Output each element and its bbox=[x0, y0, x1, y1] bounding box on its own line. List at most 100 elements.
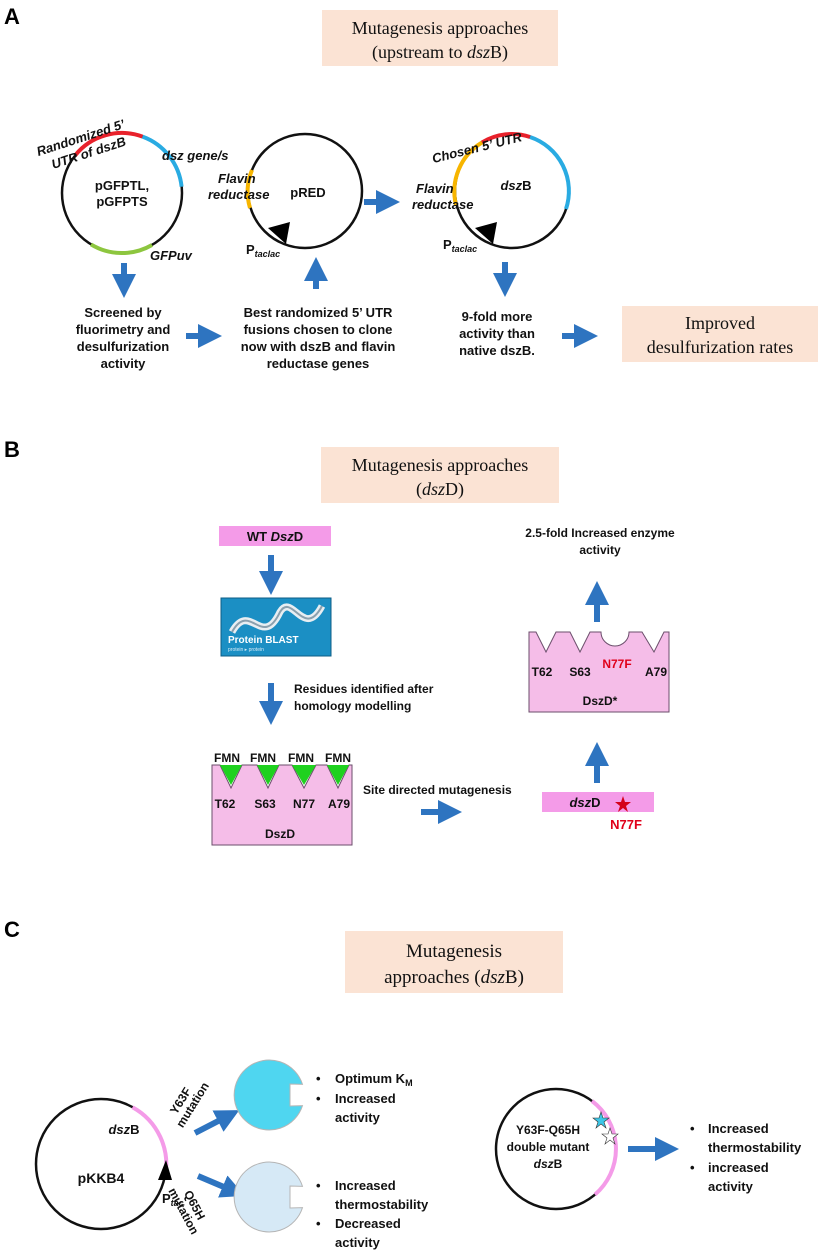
step3-text: 9-fold more activity than native dszB. bbox=[459, 309, 535, 358]
out2-line4: activity bbox=[335, 1235, 381, 1250]
flavin-label-1: Flavin bbox=[218, 171, 256, 186]
out1-line3: activity bbox=[335, 1110, 381, 1125]
flavin-label-4: reductase bbox=[412, 197, 473, 212]
residues-label-1: Residues identified after bbox=[294, 682, 434, 696]
plasmid-pkkb4: dszB pKKB4 Ptac bbox=[34, 1097, 184, 1231]
fmn-label-3: FMN bbox=[288, 751, 314, 765]
helix-outline-icon bbox=[231, 605, 323, 633]
panel-a-title-box bbox=[322, 10, 558, 66]
residue-n77: N77 bbox=[293, 797, 315, 811]
pkkb4-name: pKKB4 bbox=[78, 1170, 125, 1186]
svg-text:•: • bbox=[316, 1071, 321, 1086]
svg-text:fluorimetry and: fluorimetry and bbox=[76, 322, 171, 337]
result-line2: desulfurization rates bbox=[647, 337, 793, 357]
panel-b-title-line1: Mutagenesis approaches bbox=[352, 455, 528, 475]
panel-b-letter: B bbox=[4, 437, 20, 462]
promoter-label-2: Ptaclac bbox=[443, 237, 477, 254]
plasmid-chosen: Chosen 5’ UTR dszB Flavin reductase Ptac… bbox=[412, 129, 571, 254]
svg-text:•: • bbox=[316, 1091, 321, 1106]
out1-line1: Optimum KM bbox=[335, 1071, 413, 1088]
svg-text:Screened by: Screened by bbox=[84, 305, 162, 320]
residue-a79: A79 bbox=[328, 797, 350, 811]
dsz-gene-segment bbox=[141, 134, 184, 187]
fmn-label-4: FMN bbox=[325, 751, 351, 765]
residue-t62: T62 bbox=[215, 797, 236, 811]
blast-sublabel: protein ▸ protein bbox=[228, 647, 264, 653]
mutation-star-cyan-icon bbox=[592, 1111, 610, 1129]
mutant-n77f-label: N77F bbox=[610, 817, 642, 832]
promoter-arrow-icon-2 bbox=[475, 222, 497, 244]
fmn-triangle-2-icon bbox=[257, 765, 279, 785]
chosen-utr-label: Chosen 5’ UTR bbox=[430, 129, 523, 166]
fmn-triangle-3-icon bbox=[292, 765, 316, 785]
double-label-1: Y63F-Q65H bbox=[516, 1123, 580, 1137]
dszd-box: FMN FMN FMN FMN T62 S63 N77 A79 DszD bbox=[211, 751, 353, 846]
plasmid-double-mutant: Y63F-Q65H double mutant dszB bbox=[494, 1087, 619, 1211]
out3-line1: Increased bbox=[708, 1121, 769, 1136]
mutant-dszd-label: dszD bbox=[569, 795, 600, 810]
utr-segment bbox=[73, 131, 144, 157]
mutation-star-white-icon bbox=[601, 1127, 619, 1145]
dszd-box-shape bbox=[211, 764, 353, 846]
plasmid-pgfpt: Randomized 5’ UTR of dszB dsz gene/s GFP… bbox=[35, 116, 229, 263]
residues-label-2: homology modelling bbox=[294, 699, 411, 713]
panel-b-title-line2: (dszD) bbox=[416, 479, 464, 500]
svg-text:Best randomized 5’ UTR: Best randomized 5’ UTR bbox=[244, 305, 393, 320]
svg-text:•: • bbox=[316, 1216, 321, 1231]
svg-text:9-fold more: 9-fold more bbox=[462, 309, 533, 324]
fmn-triangle-4-icon bbox=[327, 765, 349, 785]
outcome-y63f: • Optimum KM • Increased activity bbox=[316, 1071, 413, 1125]
svg-text:now with dszB and flavin: now with dszB and flavin bbox=[241, 339, 396, 354]
double-label-2: double mutant bbox=[507, 1140, 590, 1154]
chosen-utr-segment bbox=[480, 132, 531, 145]
panel-a-title-line1: Mutagenesis approaches bbox=[352, 18, 528, 38]
blast-label: Protein BLAST bbox=[228, 635, 299, 646]
svg-text:•: • bbox=[316, 1178, 321, 1193]
out2-line2: thermostability bbox=[335, 1197, 429, 1212]
out3-line4: activity bbox=[708, 1179, 754, 1194]
arrow-q65h bbox=[196, 1173, 245, 1198]
dszb-label: dszB bbox=[500, 178, 531, 193]
mutation-star-icon bbox=[615, 796, 631, 812]
pkkb4-dszb-segment bbox=[131, 1105, 169, 1178]
flavin-label-3: Flavin bbox=[416, 181, 454, 196]
fmn-label-1: FMN bbox=[214, 751, 240, 765]
sdm-label: Site directed mutagenesis bbox=[363, 783, 512, 797]
flavin-segment bbox=[245, 169, 254, 209]
mutant-residue-a79: A79 bbox=[645, 665, 667, 679]
y63f-protein-icon bbox=[233, 1059, 304, 1131]
ptac-label: Ptac bbox=[162, 1191, 184, 1208]
out3-line3: increased bbox=[708, 1160, 769, 1175]
promoter-arrow-icon bbox=[268, 222, 290, 244]
panel-c-letter: C bbox=[4, 917, 20, 942]
pkkb4-dszb-label: dszB bbox=[108, 1122, 139, 1137]
out2-line1: Increased bbox=[335, 1178, 396, 1193]
panel-c-title-line2: approaches (dszB) bbox=[384, 967, 524, 988]
svg-text:activity: activity bbox=[101, 356, 147, 371]
outcome-double: • Increased thermostability • increased … bbox=[690, 1121, 802, 1194]
step1-text: Screened by fluorimetry and desulfurizat… bbox=[76, 305, 171, 371]
dszd-star-box-shape bbox=[528, 631, 670, 713]
step2-text: Best randomized 5’ UTR fusions chosen to… bbox=[241, 305, 396, 371]
panel-b-title-box bbox=[321, 447, 559, 503]
promoter-label: Ptaclac bbox=[246, 242, 280, 259]
svg-text:fusions chosen to clone: fusions chosen to clone bbox=[244, 322, 393, 337]
panel-c-title-line1: Mutagenesis bbox=[406, 941, 502, 962]
q65h-protein-icon bbox=[233, 1161, 304, 1233]
residue-s63: S63 bbox=[254, 797, 276, 811]
dszb-segment bbox=[529, 135, 571, 210]
increased-activity-2: activity bbox=[579, 543, 621, 557]
panel-c: C Mutagenesis approaches (dszB) dszB pKK… bbox=[4, 917, 802, 1250]
svg-text:native dszB.: native dszB. bbox=[459, 343, 535, 358]
plasmid-pred: Flavin reductase pRED Ptaclac bbox=[208, 132, 364, 259]
panel-a-title-line2: (upstream to dszB) bbox=[372, 42, 508, 63]
fmn-triangle-1-icon bbox=[220, 765, 242, 785]
result-box bbox=[622, 306, 818, 362]
double-label-3: dszB bbox=[534, 1157, 563, 1171]
dsz-genes-label: dsz gene/s bbox=[162, 148, 228, 163]
dszd-star-box: T62 S63 N77F A79 DszD* bbox=[528, 631, 670, 713]
double-mutant-dszb-segment bbox=[590, 1099, 618, 1197]
plasmid-pred-name: pRED bbox=[290, 185, 325, 200]
plasmid-pgfpt-name-1: pGFPTL, bbox=[95, 178, 149, 193]
